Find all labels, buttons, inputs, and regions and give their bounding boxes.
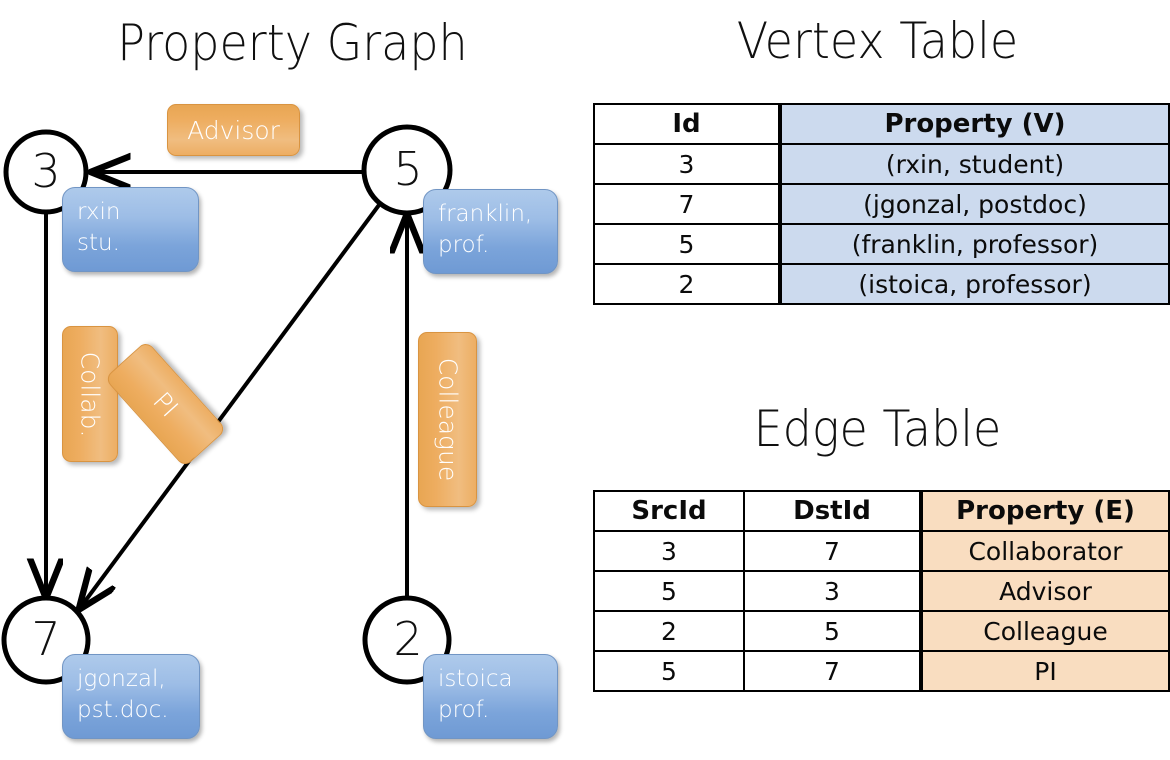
vertex-cell-property: (rxin, student)	[778, 143, 1170, 185]
edge-label-colleague: Colleague	[418, 332, 477, 507]
table-row[interactable]: 5 7 PI	[593, 650, 1170, 692]
edge-cell-src: 5	[593, 570, 745, 612]
vertex-col-property: Property (V)	[778, 103, 1170, 145]
edge-cell-src: 5	[593, 650, 745, 692]
table-row[interactable]: 3 (rxin, student)	[593, 143, 1170, 185]
vertex-property-box-rxin: rxin stu.	[62, 187, 199, 272]
table-row[interactable]: 5 (franklin, professor)	[593, 223, 1170, 265]
vertex-cell-id: 3	[593, 143, 781, 185]
vertex-property-box-franklin: franklin, prof.	[423, 189, 558, 274]
edge-col-property: Property (E)	[919, 490, 1170, 532]
vertex-cell-property: (franklin, professor)	[778, 223, 1170, 265]
node-label-3: 3	[31, 144, 61, 198]
node-label-2: 2	[393, 612, 423, 666]
vertex-cell-property: (jgonzal, postdoc)	[778, 183, 1170, 225]
table-row[interactable]: 2 5 Colleague	[593, 610, 1170, 652]
edge-label-pi-text: PI	[147, 385, 184, 423]
node-label-5: 5	[393, 142, 423, 196]
edge-cell-property: Advisor	[919, 570, 1170, 612]
property-graph-title: Property Graph	[117, 14, 468, 72]
edge-label-advisor-text: Advisor	[187, 115, 280, 145]
edge-cell-dst: 5	[743, 610, 922, 652]
edge-col-srcid: SrcId	[593, 490, 745, 532]
edge-cell-dst: 7	[743, 650, 922, 692]
edge-cell-src: 3	[593, 530, 745, 572]
node-label-7: 7	[31, 612, 61, 666]
edge-cell-dst: 3	[743, 570, 922, 612]
edge-table-header-row: SrcId DstId Property (E)	[593, 490, 1170, 532]
table-row[interactable]: 2 (istoica, professor)	[593, 263, 1170, 305]
vertex-cell-id: 7	[593, 183, 781, 225]
vertex-table-header-row: Id Property (V)	[593, 103, 1170, 145]
edge-cell-property: PI	[919, 650, 1170, 692]
vertex-table: Id Property (V) 3 (rxin, student) 7 (jgo…	[593, 103, 1170, 305]
edge-label-collab: Collab.	[62, 326, 118, 462]
vertex-table-title: Vertex Table	[736, 12, 1019, 70]
edge-label-advisor: Advisor	[167, 104, 300, 156]
vertex-cell-id: 2	[593, 263, 781, 305]
vertex-cell-property: (istoica, professor)	[778, 263, 1170, 305]
vertex-col-id: Id	[593, 103, 781, 145]
table-row[interactable]: 7 (jgonzal, postdoc)	[593, 183, 1170, 225]
vertex-property-box-jgonzal: jgonzal, pst.doc.	[62, 654, 200, 739]
edge-label-colleague-text: Colleague	[433, 357, 463, 482]
edge-col-dstid: DstId	[743, 490, 922, 532]
table-row[interactable]: 3 7 Collaborator	[593, 530, 1170, 572]
edge-table-title: Edge Table	[753, 400, 1002, 458]
edge-table: SrcId DstId Property (E) 3 7 Collaborato…	[593, 490, 1170, 692]
table-row[interactable]: 5 3 Advisor	[593, 570, 1170, 612]
vertex-property-box-istoica: istoica prof.	[423, 654, 558, 739]
edge-pi-line	[80, 203, 381, 608]
edge-cell-src: 2	[593, 610, 745, 652]
edge-label-collab-text: Collab.	[75, 351, 105, 437]
vertex-cell-id: 5	[593, 223, 781, 265]
edge-cell-dst: 7	[743, 530, 922, 572]
edge-cell-property: Collaborator	[919, 530, 1170, 572]
edge-cell-property: Colleague	[919, 610, 1170, 652]
